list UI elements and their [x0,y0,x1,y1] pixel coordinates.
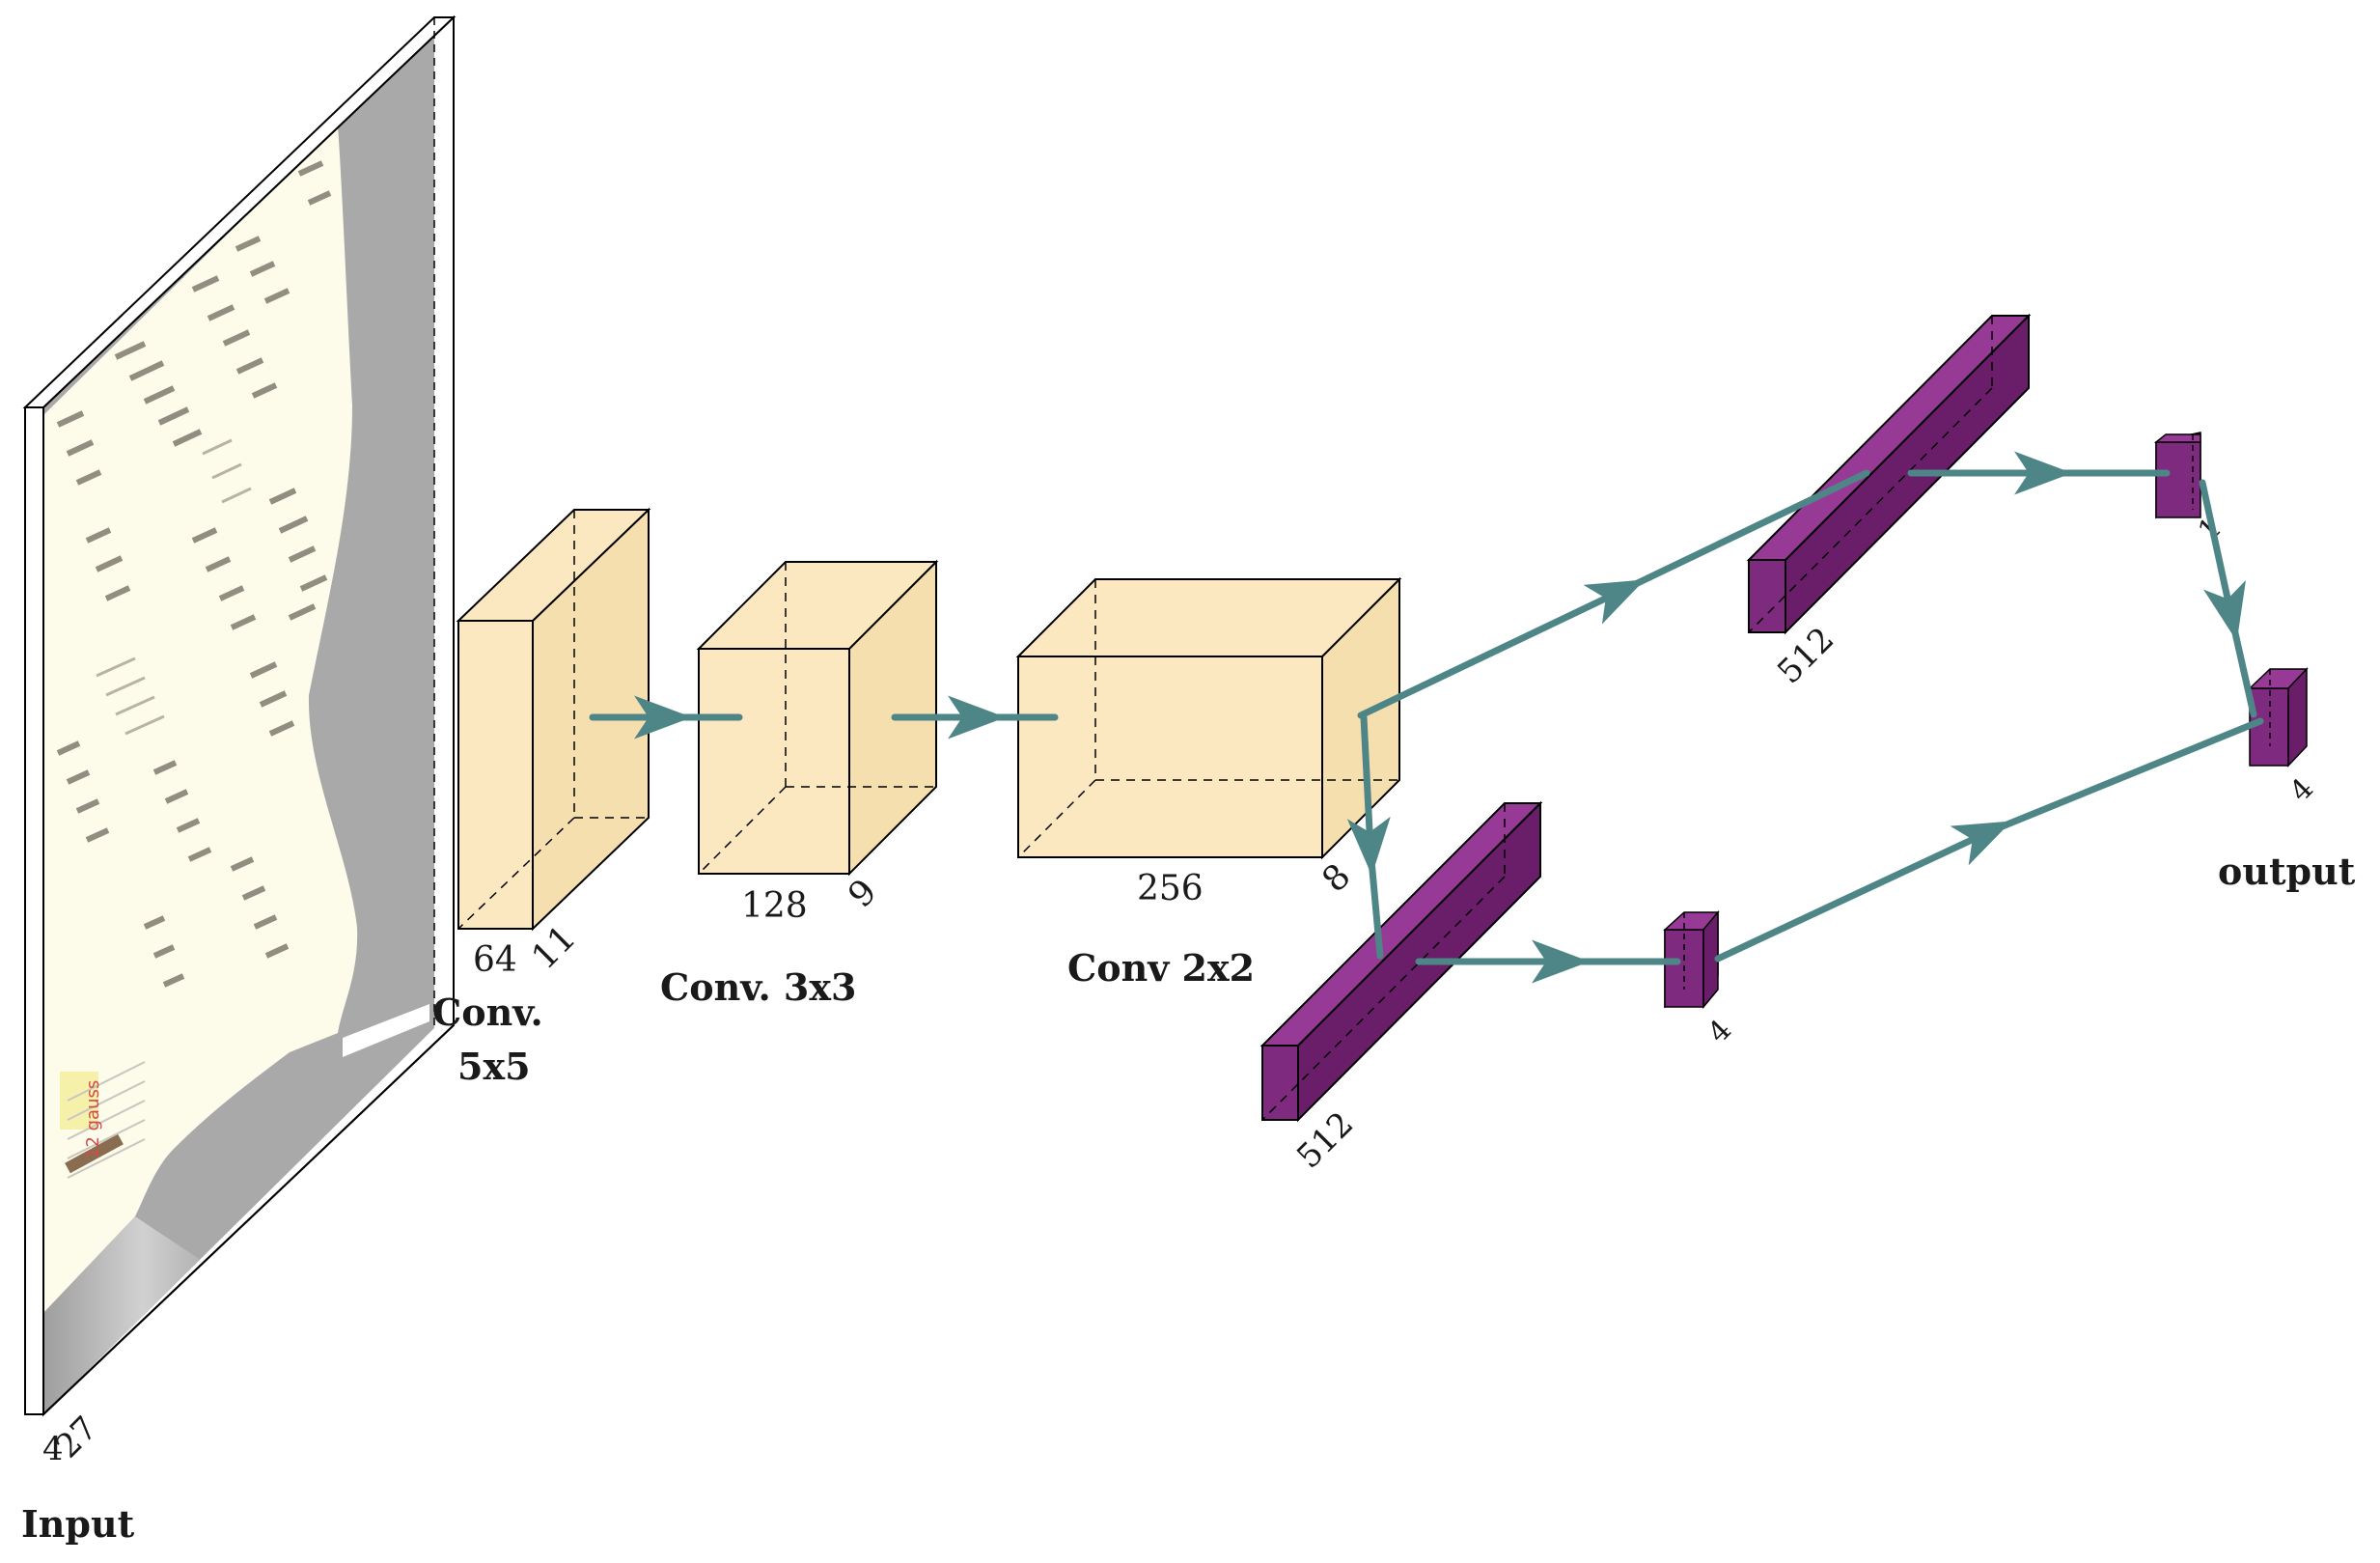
conv1-label-line1: Conv. [432,991,543,1034]
conv2-dim-d: 9 [841,872,884,915]
small-top-block [2153,432,2201,519]
connections [589,451,2264,984]
conv2-label: Conv. 3x3 [660,965,856,1009]
small-bottom-block [1663,909,1720,1010]
arrow-conv3-fctop [1357,579,1646,719]
conv2-dim-w: 128 [741,886,808,926]
conv3-label: Conv 2x2 [1067,946,1255,990]
arrow-conv3-fcbottom [1346,713,1391,876]
output-dim: 4 [2283,771,2320,808]
input-plane: 12 gauss [22,14,457,1417]
small-bottom-dim: 4 [1702,1013,1738,1049]
conv1-dim-w: 64 [473,940,517,980]
conv3-dim-d: 8 [1315,856,1358,900]
conv3-dim-w: 256 [1137,869,1204,908]
conv1-label-line2: 5x5 [457,1045,531,1088]
inset-vertical-text: 12 gauss [83,1080,103,1158]
conv3-block [1015,576,1402,860]
arrow-smalltop-output [2199,479,2246,642]
input-dim-a: 4 [42,1430,64,1468]
input-label: Input [21,1502,135,1546]
output-label: output [2218,850,2356,893]
input-image: 12 gauss [43,19,434,1414]
output-block [2248,667,2309,768]
arrow-smallbottom-output [1714,821,2012,963]
